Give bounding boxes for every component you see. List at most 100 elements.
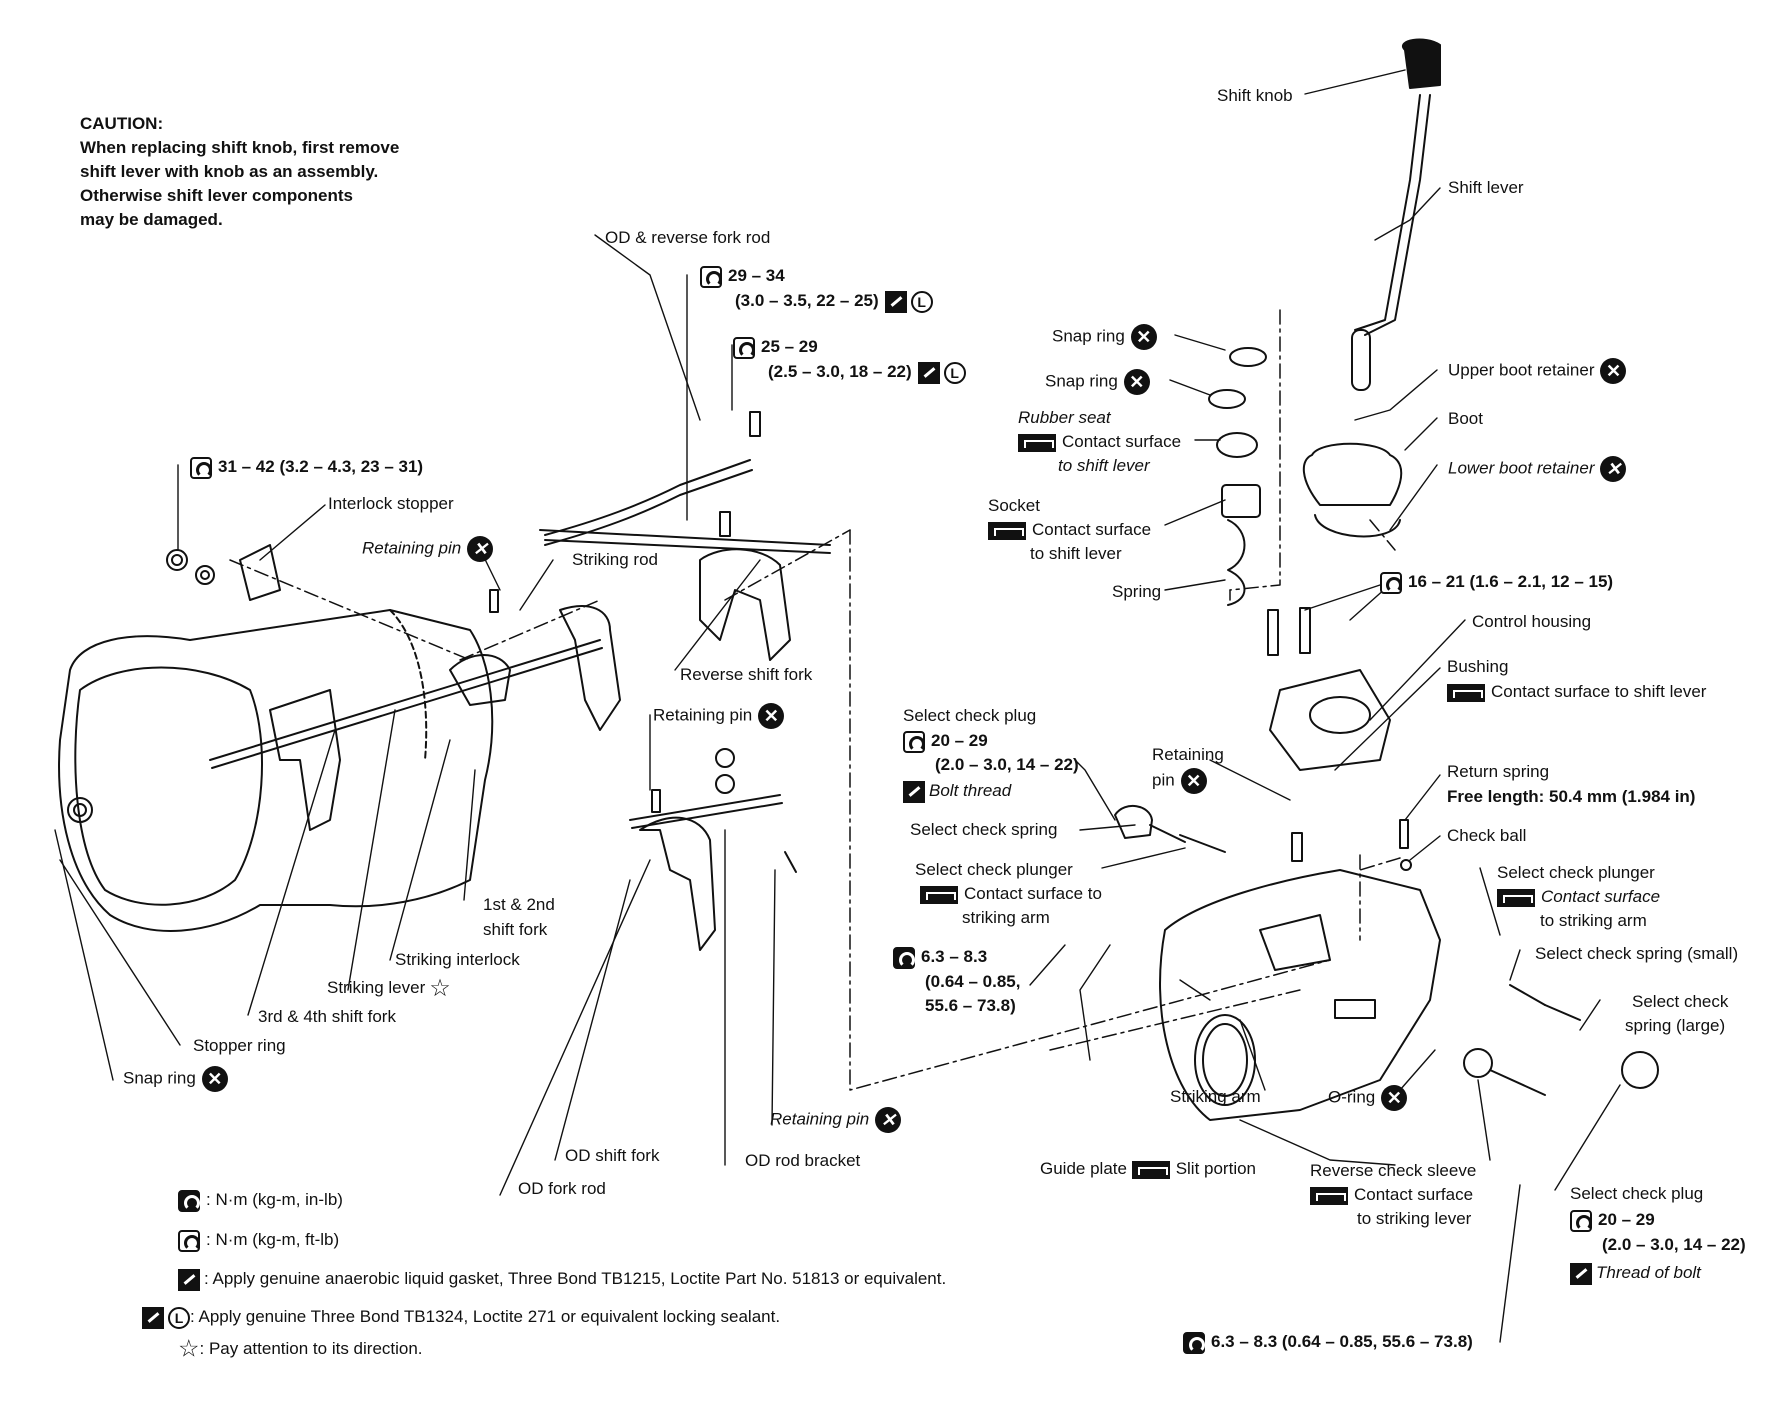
label-reverse-shift-fork: Reverse shift fork	[680, 665, 813, 684]
label-text: pin	[1152, 770, 1175, 790]
label-shift-lever: Shift lever	[1448, 178, 1524, 197]
label-text: Snap ring	[1052, 326, 1125, 346]
label-bolt-thread: Bolt thread	[903, 779, 1011, 803]
label-spring-large: spring (large)	[1625, 1016, 1726, 1035]
sealant-icon	[903, 780, 925, 803]
locking-sealant-icon: L	[910, 290, 933, 313]
label-text: Snap ring	[1045, 371, 1118, 391]
small-parts	[166, 411, 797, 873]
label-torque-bottom: 6.3 – 8.3 (0.64 – 0.85, 55.6 – 73.8)	[1183, 1330, 1473, 1354]
x-mark-icon: ✕	[758, 703, 785, 729]
sealant-icon	[884, 290, 907, 313]
label-torque-20-29-paren: (2.0 – 3.0, 14 – 22)	[935, 755, 1079, 774]
legend-text: : Apply genuine anaerobic liquid gasket,…	[204, 1269, 947, 1288]
label-torque-25-29: 25 – 29	[733, 335, 818, 359]
label-snap-ring-left: Snap ring✕	[123, 1066, 228, 1092]
torque-wrench-icon	[178, 1229, 200, 1252]
label-text: O-ring	[1328, 1087, 1376, 1107]
label-od-reverse-fork-rod: OD & reverse fork rod	[605, 228, 771, 247]
label-rubber-seat-contact: Contact surface	[1018, 430, 1181, 454]
label-text: Retaining pin	[362, 538, 462, 558]
contact-surface-icon	[1131, 1160, 1170, 1179]
label-text: Snap ring	[123, 1068, 196, 1088]
alignment-lines	[229, 309, 1401, 1091]
label-text: 29 – 34	[728, 266, 785, 285]
label-text: Lower boot retainer	[1448, 458, 1595, 478]
x-mark-icon: ✕	[1130, 324, 1157, 350]
label-free-length: Free length: 50.4 mm (1.984 in)	[1447, 787, 1696, 806]
label-stopper-ring: Stopper ring	[193, 1036, 286, 1055]
label-text: Contact surface	[1354, 1185, 1474, 1204]
select-check-parts	[1114, 805, 1659, 1096]
extension-housing	[1159, 832, 1441, 1121]
caution-line-3: Otherwise shift lever components	[80, 186, 354, 205]
label-select-check-spring-small: Select check spring (small)	[1535, 944, 1739, 963]
label-socket: Socket	[988, 496, 1040, 515]
label-rubber-seat: Rubber seat	[1018, 408, 1111, 427]
label-to-striking-arm: to striking arm	[1540, 911, 1647, 930]
torque-wrench-filled-icon	[893, 946, 915, 969]
label-text: Slit portion	[1175, 1159, 1257, 1178]
label-o-ring: O-ring✕	[1328, 1085, 1408, 1111]
label-torque-16-21: 16 – 21 (1.6 – 2.1, 12 – 15)	[1380, 570, 1613, 594]
label-guide-plate: Guide plate Slit portion	[1040, 1157, 1256, 1181]
label-bushing: Bushing	[1447, 657, 1509, 676]
label-upper-boot-retainer: Upper boot retainer✕	[1448, 358, 1627, 384]
shift-forks	[269, 548, 791, 951]
transmission-case	[58, 609, 494, 932]
label-bushing-contact: Contact surface to shift lever	[1447, 680, 1706, 704]
label-text: Contact surface	[1032, 520, 1152, 539]
label-reverse-check-sleeve: Reverse check sleeve	[1310, 1161, 1477, 1180]
label-torque-25-29-paren: (2.5 – 3.0, 18 – 22)L	[768, 360, 966, 384]
label-rubber-seat-to-shift-lever: to shift lever	[1058, 456, 1150, 475]
contact-surface-icon	[988, 521, 1026, 540]
star-icon: ☆	[178, 1335, 200, 1363]
label-text: Guide plate	[1040, 1159, 1127, 1178]
label-return-spring: Return spring	[1447, 762, 1550, 781]
torque-wrench-icon	[1380, 571, 1402, 594]
label-snap-ring-1: Snap ring✕	[1052, 324, 1157, 350]
label-select-check-plug-right: Select check plug	[1570, 1184, 1704, 1203]
label-text: 20 – 29	[1598, 1210, 1655, 1229]
label-text: 25 – 29	[761, 337, 818, 356]
torque-wrench-icon	[700, 265, 722, 288]
legend-text: : N·m (kg-m, in-lb)	[206, 1190, 343, 1209]
label-socket-to-shift-lever: to shift lever	[1030, 544, 1122, 563]
legend-anaerobic: : Apply genuine anaerobic liquid gasket,…	[178, 1267, 946, 1291]
label-snap-ring-2: Snap ring✕	[1045, 369, 1150, 395]
caution-line-2: shift lever with knob as an assembly.	[80, 162, 379, 181]
torque-wrench-icon	[1570, 1209, 1592, 1232]
label-text: Upper boot retainer	[1448, 360, 1595, 380]
locking-sealant-icon: L	[168, 1306, 190, 1329]
label-retaining-pin-bottom: Retaining pin✕	[770, 1107, 902, 1133]
label-select-check-plunger: Select check plunger	[915, 860, 1073, 879]
label-shift-knob: Shift knob	[1217, 86, 1293, 105]
label-sleeve-contact: Contact surface	[1310, 1183, 1473, 1207]
label-retaining-pin-mid: Retaining pin✕	[653, 703, 785, 729]
label-striking-arm-small: striking arm	[962, 908, 1050, 927]
label-striking-arm: Striking arm	[1170, 1087, 1261, 1106]
label-control-housing: Control housing	[1472, 612, 1592, 631]
label-torque-6-3-left: 6.3 – 8.3	[893, 945, 987, 969]
legend-text: : N·m (kg-m, ft-lb)	[206, 1230, 340, 1249]
torque-wrench-icon	[903, 730, 925, 753]
caution-line-4: may be damaged.	[80, 210, 223, 229]
label-retaining: Retaining	[1152, 745, 1224, 764]
label-torque-31-42: 31 – 42 (3.2 – 4.3, 23 – 31)	[190, 455, 423, 479]
label-thread-of-bolt: Thread of bolt	[1570, 1261, 1701, 1285]
caution-title: CAUTION:	[80, 114, 164, 133]
label-text: Retaining pin	[770, 1109, 870, 1129]
leader-lines	[54, 69, 1621, 1343]
label-torque-20-29-paren-right: (2.0 – 3.0, 14 – 22)	[1602, 1235, 1746, 1254]
label-select-check: Select check	[1632, 992, 1729, 1011]
label-text: Contact surface to	[964, 884, 1102, 903]
torque-wrench-filled-icon	[178, 1189, 200, 1212]
caution-line-1: When replacing shift knob, first remove	[80, 138, 400, 157]
x-mark-icon: ✕	[875, 1107, 902, 1133]
label-torque-20-29-right: 20 – 29	[1570, 1208, 1655, 1232]
control-housing	[1267, 607, 1391, 771]
label-torque-20-29: 20 – 29	[903, 729, 988, 753]
sealant-icon	[1570, 1262, 1592, 1285]
